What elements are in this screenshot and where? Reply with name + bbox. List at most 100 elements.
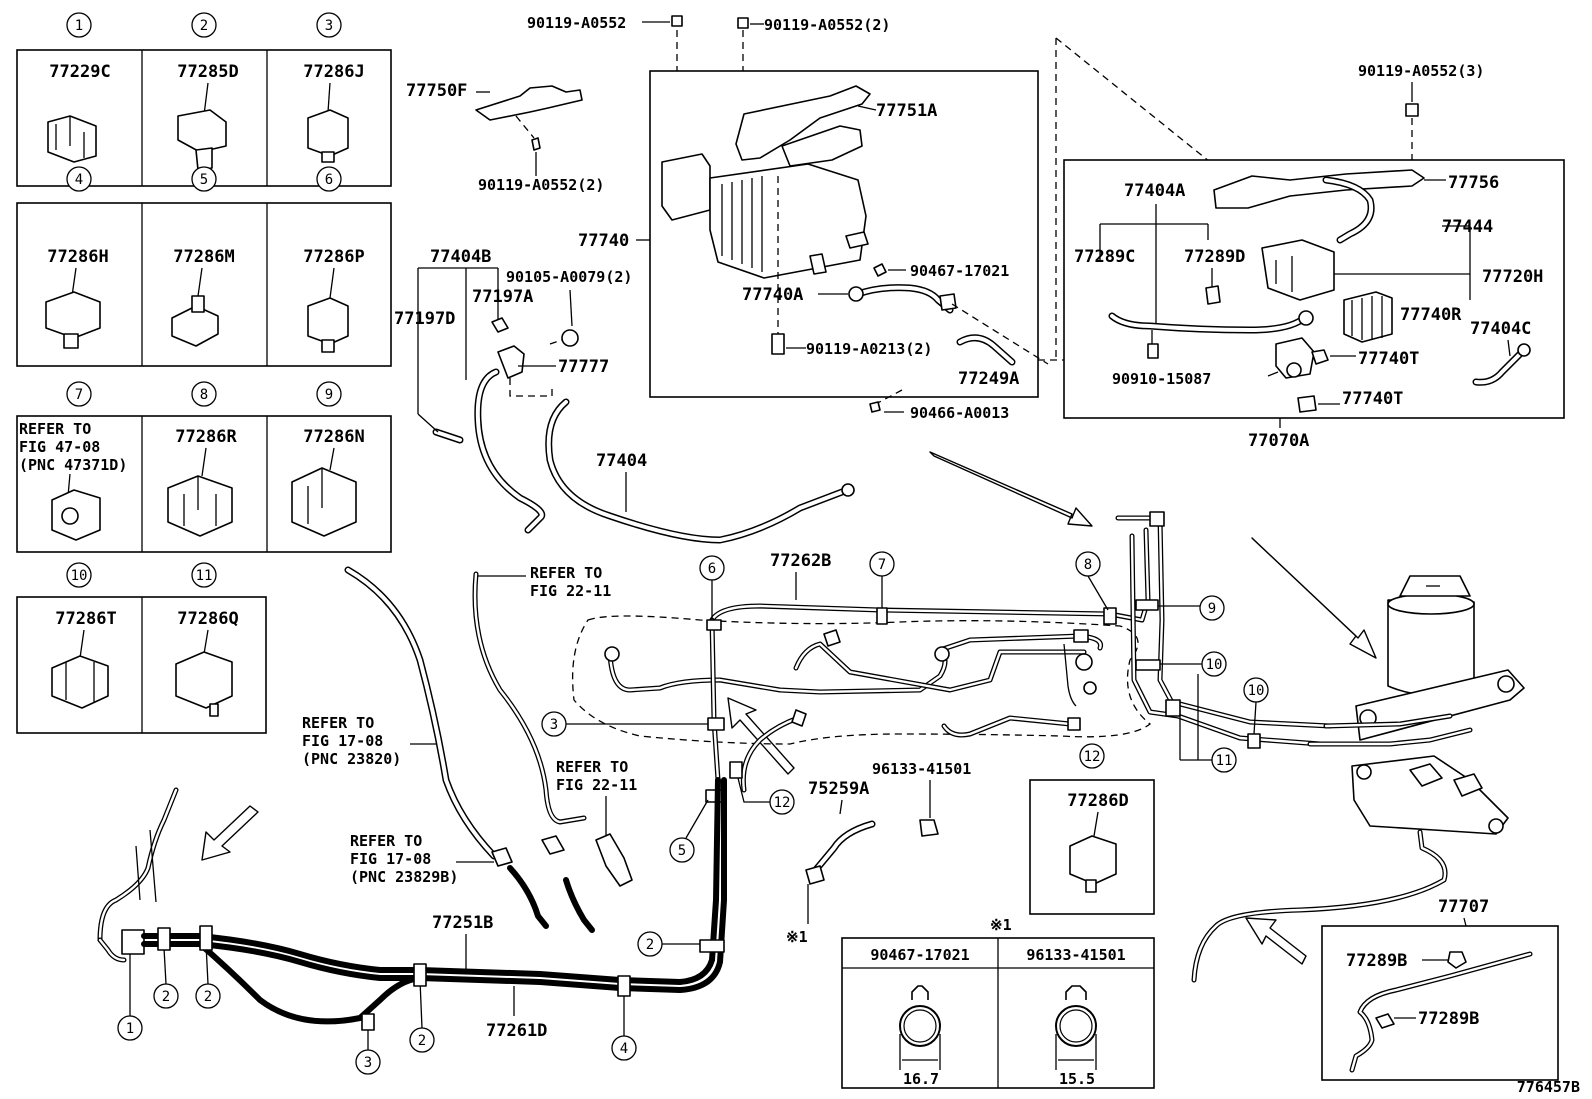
clip-part-number: 77286N bbox=[303, 427, 364, 447]
clip-part-number: 77286H bbox=[47, 247, 108, 267]
clip-shape bbox=[45, 291, 101, 339]
label-clamp-mark: ※1 bbox=[786, 928, 808, 946]
label-77070a: 77070A bbox=[1248, 431, 1309, 451]
bracket-77777 bbox=[497, 345, 525, 379]
clip-shape bbox=[51, 655, 109, 709]
svg-text:11: 11 bbox=[1216, 753, 1233, 769]
clip-number: 11 bbox=[196, 568, 213, 584]
arrow-d bbox=[201, 805, 259, 861]
label-77262b: 77262B bbox=[770, 551, 831, 571]
label-77289b-b: 77289B bbox=[1418, 1009, 1479, 1029]
clip-shape bbox=[291, 467, 357, 537]
callout-6: 6 bbox=[699, 555, 725, 620]
svg-text:3: 3 bbox=[550, 717, 558, 733]
clip-number: 6 bbox=[325, 172, 333, 188]
callout-10b: 10 bbox=[1243, 677, 1269, 735]
canister-box: 77740 77751A 90119-A0213(2) 90467-17021 … bbox=[578, 70, 1049, 398]
callout-5: 5 bbox=[669, 799, 709, 863]
clip-2-lower-c bbox=[413, 963, 427, 987]
clip-number: 3 bbox=[325, 18, 333, 34]
clip-cell-4: 4 77286H bbox=[45, 166, 109, 349]
svg-text:10: 10 bbox=[1206, 657, 1223, 673]
clip-cell-11: 11 77286Q bbox=[175, 562, 239, 717]
clamp-col-2-part: 96133-41501 bbox=[1026, 946, 1125, 964]
clip-part-number: 77286P bbox=[303, 247, 364, 267]
callout-11: 11 bbox=[1179, 674, 1237, 773]
hose-75259a-group: 96133-41501 75259A ※1 bbox=[786, 760, 971, 946]
svg-text:10: 10 bbox=[1248, 683, 1265, 699]
clip-2-lower-a bbox=[157, 927, 171, 951]
clip-refer-line: (PNC 47371D) bbox=[19, 456, 127, 474]
bracket-77750f bbox=[475, 85, 583, 121]
clip-number: 4 bbox=[75, 172, 83, 188]
tube-77707-box: 77289B 77289B bbox=[1321, 925, 1559, 1081]
callout-10a: 10 bbox=[1160, 651, 1227, 677]
clip-2-lower-d bbox=[699, 939, 725, 953]
label-77720h: 77720H bbox=[1482, 267, 1543, 287]
clip-mark-12 bbox=[729, 761, 743, 779]
clip-mark-6 bbox=[706, 619, 722, 631]
clip-number: 2 bbox=[200, 18, 208, 34]
clip-1-lower bbox=[121, 929, 145, 955]
callout-4: 4 bbox=[611, 992, 637, 1061]
svg-text:8: 8 bbox=[1084, 557, 1092, 573]
label-77289b-a: 77289B bbox=[1346, 951, 1407, 971]
label-bolt-right: 90119-A0552(3) bbox=[1358, 62, 1484, 80]
label-77444: 77444 bbox=[1442, 217, 1493, 237]
label-77707: 77707 bbox=[1438, 897, 1489, 917]
clip-2-lower-b bbox=[199, 925, 213, 951]
clip-part-number: 77286T bbox=[55, 609, 116, 629]
clip-4-lower bbox=[617, 975, 631, 997]
refer-fig22-mid-l2: FIG 22-11 bbox=[556, 776, 637, 794]
svg-text:2: 2 bbox=[162, 989, 170, 1005]
clip-12-box: 12 77286D bbox=[1029, 743, 1155, 915]
clip-mark-11 bbox=[1165, 699, 1181, 717]
label-77740a: 77740A bbox=[742, 285, 803, 305]
label-77751a: 77751A bbox=[876, 101, 937, 121]
svg-text:2: 2 bbox=[418, 1033, 426, 1049]
figure-id: 776457B bbox=[1517, 1078, 1580, 1096]
refer-fig17b-l3: (PNC 23829B) bbox=[350, 868, 458, 886]
fuel-tank-outline bbox=[571, 615, 1152, 745]
svg-text:2: 2 bbox=[646, 937, 654, 953]
bracket-77756 bbox=[1213, 169, 1425, 209]
label-bolt-f: 90119-A0552(2) bbox=[478, 176, 604, 194]
callout-7: 7 bbox=[869, 551, 895, 608]
label-77251b: 77251B bbox=[432, 913, 493, 933]
label-90105-a0079: 90105-A0079(2) bbox=[506, 268, 632, 286]
clip-cell-5: 5 77286M bbox=[171, 166, 235, 347]
label-77740t-b: 77740T bbox=[1342, 389, 1403, 409]
callout-9: 9 bbox=[1158, 595, 1225, 621]
svg-text:4: 4 bbox=[620, 1041, 628, 1057]
clamp-1-dim: 16.7 bbox=[903, 1070, 939, 1088]
clamp-table: ※1 90467-17021 96133-41501 16.7 15.5 bbox=[841, 916, 1155, 1089]
clamp-1-drawing: 16.7 bbox=[899, 985, 941, 1088]
clip-mark-3 bbox=[707, 717, 725, 731]
label-77740: 77740 bbox=[578, 231, 629, 251]
hose-group-77404b: 77404B 77197D 77197A 90105-A0079(2) 7777… bbox=[394, 247, 855, 544]
label-75259a: 75259A bbox=[808, 779, 869, 799]
callout-2a: 2 bbox=[637, 931, 700, 957]
callout-2b: 2 bbox=[153, 947, 179, 1009]
clip-table: 1 77229C 2 77285D 3 77286J 4 77286H bbox=[16, 12, 392, 734]
label-77249a: 77249A bbox=[958, 369, 1019, 389]
clip-12-shape bbox=[1069, 835, 1117, 885]
label-77404b: 77404B bbox=[430, 247, 491, 267]
svg-text:3: 3 bbox=[364, 1055, 372, 1071]
label-77777: 77777 bbox=[558, 357, 609, 377]
clip-mark-7 bbox=[876, 607, 888, 625]
clip-3-lower bbox=[361, 1013, 375, 1031]
tube-group-77251b: 77251B 77261D bbox=[97, 777, 727, 1041]
label-90466-a0013: 90466-A0013 bbox=[910, 404, 1009, 422]
bracket-77750f-group: 77750F 90119-A0552(2) bbox=[406, 81, 604, 194]
clip-shape bbox=[175, 651, 233, 709]
clip-cell-9: 9 77286N bbox=[291, 381, 365, 537]
svg-text:7: 7 bbox=[878, 557, 886, 573]
pump-module-box: 90119-A0552(3) 77756 77404A 77289C 77289… bbox=[1063, 62, 1565, 451]
label-77756: 77756 bbox=[1448, 173, 1499, 193]
refer-fig17a-l1: REFER TO bbox=[302, 714, 374, 732]
vehicle-canister-assembly: 77707 bbox=[1191, 575, 1525, 983]
svg-text:12: 12 bbox=[774, 795, 791, 811]
